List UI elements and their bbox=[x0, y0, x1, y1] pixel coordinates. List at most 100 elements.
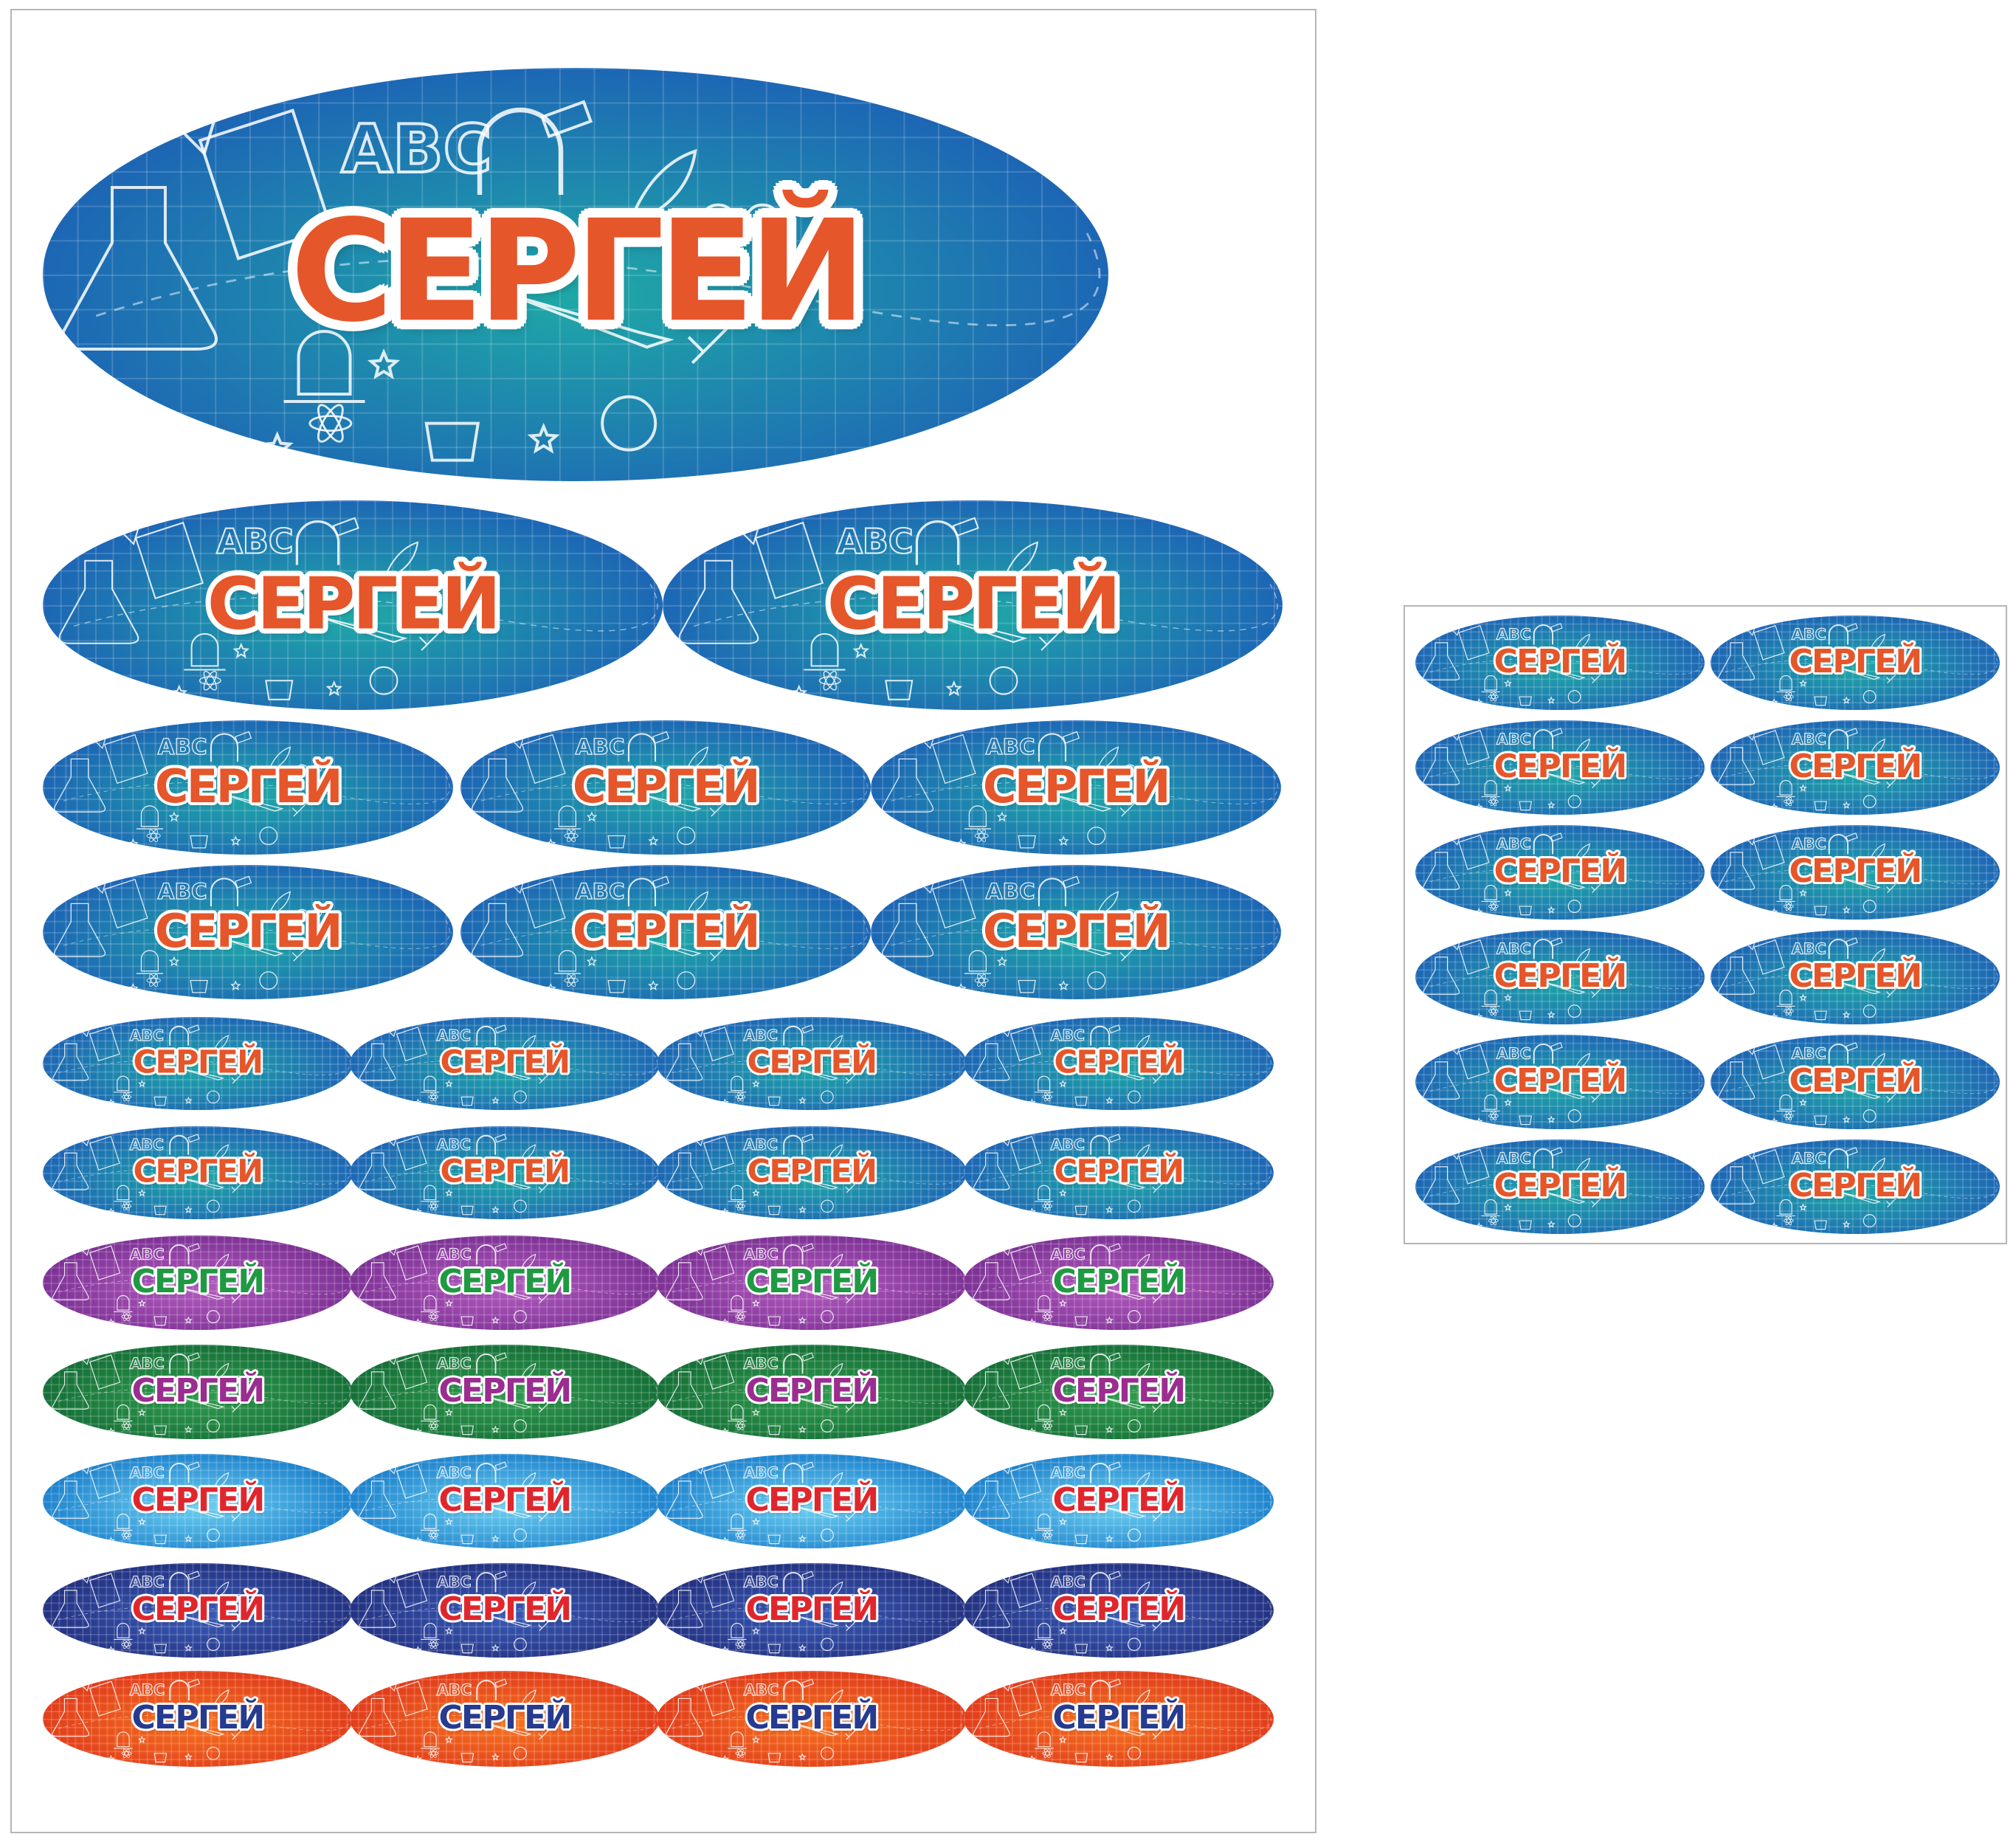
book-icon bbox=[396, 1573, 428, 1609]
dashed-line-doodle bbox=[58, 1491, 351, 1514]
pen-icon bbox=[793, 1067, 839, 1080]
eraser-icon bbox=[187, 1024, 200, 1034]
cup-icon bbox=[153, 1205, 167, 1216]
star-icon bbox=[413, 1537, 422, 1545]
pushpin-icon bbox=[1152, 1399, 1164, 1413]
star-icon bbox=[1027, 1754, 1036, 1763]
star-icon bbox=[1799, 1098, 1807, 1106]
sticker-name-label: СЕРГЕЙ bbox=[1789, 957, 1923, 996]
cup-icon bbox=[190, 835, 208, 849]
school-doodles: ABC bbox=[359, 1346, 657, 1435]
atom-icon bbox=[1042, 1421, 1053, 1431]
alarm-clock-icon bbox=[1863, 1004, 1877, 1018]
pen-icon bbox=[793, 1723, 839, 1737]
flask-icon bbox=[53, 903, 106, 957]
eraser-icon bbox=[1550, 832, 1563, 842]
flask-icon bbox=[666, 1697, 703, 1737]
ruler-icon bbox=[76, 1455, 93, 1475]
leaf-icon bbox=[519, 1472, 536, 1491]
microscope-icon bbox=[964, 805, 991, 830]
cup-icon bbox=[265, 680, 294, 700]
lock-icon bbox=[1090, 1134, 1111, 1155]
pushpin-icon bbox=[231, 1289, 243, 1303]
star-icon bbox=[1504, 889, 1512, 897]
glasses-icon bbox=[234, 1593, 253, 1601]
book-icon bbox=[89, 1354, 121, 1390]
star-icon bbox=[956, 982, 967, 993]
ruler-icon bbox=[383, 1237, 400, 1256]
lock-icon bbox=[476, 1244, 497, 1265]
atom-icon bbox=[1488, 901, 1499, 911]
atom-icon bbox=[818, 670, 841, 691]
star-icon bbox=[545, 982, 556, 993]
sticker-name-label: СЕРГЕЙ bbox=[438, 1699, 573, 1737]
eraser-icon bbox=[1846, 832, 1858, 842]
sticker-name-label: СЕРГЕЙ bbox=[133, 1153, 264, 1190]
microscope-icon bbox=[421, 1731, 440, 1749]
leaf-icon bbox=[1573, 843, 1591, 862]
dashed-line-doodle bbox=[672, 1054, 964, 1075]
eraser-icon bbox=[494, 1352, 508, 1362]
abc-doodle-text: ABC bbox=[437, 1027, 471, 1044]
glasses-icon bbox=[1594, 855, 1612, 863]
alarm-clock-icon bbox=[206, 1746, 221, 1760]
star-icon bbox=[1547, 1220, 1556, 1228]
star-icon bbox=[1842, 906, 1851, 914]
book-icon bbox=[1009, 1680, 1042, 1717]
atom-icon bbox=[1042, 1639, 1053, 1649]
microscope-icon bbox=[1035, 1514, 1054, 1531]
cup-icon bbox=[767, 1425, 781, 1435]
cup-icon bbox=[153, 1644, 168, 1654]
dashed-line-doodle bbox=[1429, 652, 1703, 675]
pushpin-icon bbox=[845, 1725, 857, 1740]
atom-icon bbox=[564, 973, 579, 987]
ruler-icon bbox=[690, 1565, 707, 1584]
alarm-clock-icon bbox=[821, 1310, 834, 1323]
pushpin-icon bbox=[1591, 1193, 1603, 1207]
leaf-icon bbox=[519, 1144, 536, 1162]
microscope-icon bbox=[1776, 780, 1795, 798]
ruler-icon bbox=[1446, 617, 1463, 636]
dashed-line-doodle bbox=[58, 1163, 351, 1185]
star-icon bbox=[720, 1537, 729, 1545]
alarm-clock-icon bbox=[1128, 1199, 1141, 1213]
cup-icon bbox=[607, 835, 626, 849]
dashed-line-doodle bbox=[978, 1272, 1271, 1295]
ruler-icon bbox=[997, 1346, 1014, 1365]
pen-icon bbox=[793, 1396, 839, 1410]
book-icon bbox=[396, 1680, 428, 1717]
school-doodles: ABC bbox=[359, 1237, 657, 1326]
glasses-icon bbox=[1125, 764, 1150, 773]
cup-icon bbox=[607, 979, 626, 993]
glasses-icon bbox=[1594, 960, 1612, 968]
microscope-icon bbox=[1776, 1199, 1795, 1217]
abc-doodle-text: ABC bbox=[744, 1463, 779, 1481]
sticker-name-label: СЕРГЕЙ bbox=[1494, 1062, 1628, 1100]
star-icon bbox=[752, 1080, 760, 1088]
sticker-name-label: СЕРГЕЙ bbox=[1494, 748, 1628, 786]
abc-doodle-text: ABC bbox=[437, 1680, 472, 1699]
ruler-icon bbox=[1446, 722, 1463, 741]
microscope-icon bbox=[1776, 885, 1795, 903]
microscope-icon bbox=[728, 1185, 747, 1202]
atom-icon bbox=[121, 1421, 132, 1431]
eraser-icon bbox=[801, 1352, 815, 1362]
flask-icon bbox=[1423, 747, 1460, 785]
sticker-name-label: СЕРГЕЙ bbox=[1054, 1153, 1185, 1190]
dashed-line-doodle bbox=[480, 773, 868, 804]
glasses-icon bbox=[1155, 1047, 1173, 1054]
ruler-icon bbox=[997, 1237, 1014, 1256]
cup-icon bbox=[767, 1316, 781, 1326]
star-icon bbox=[106, 1537, 115, 1545]
pen-icon bbox=[1051, 938, 1112, 956]
dashed-line-doodle bbox=[978, 1709, 1271, 1731]
leaf-icon bbox=[1573, 948, 1591, 967]
pushpin-icon bbox=[1152, 1289, 1164, 1303]
star-icon bbox=[325, 680, 343, 697]
abc-doodle-text: ABC bbox=[158, 879, 207, 904]
